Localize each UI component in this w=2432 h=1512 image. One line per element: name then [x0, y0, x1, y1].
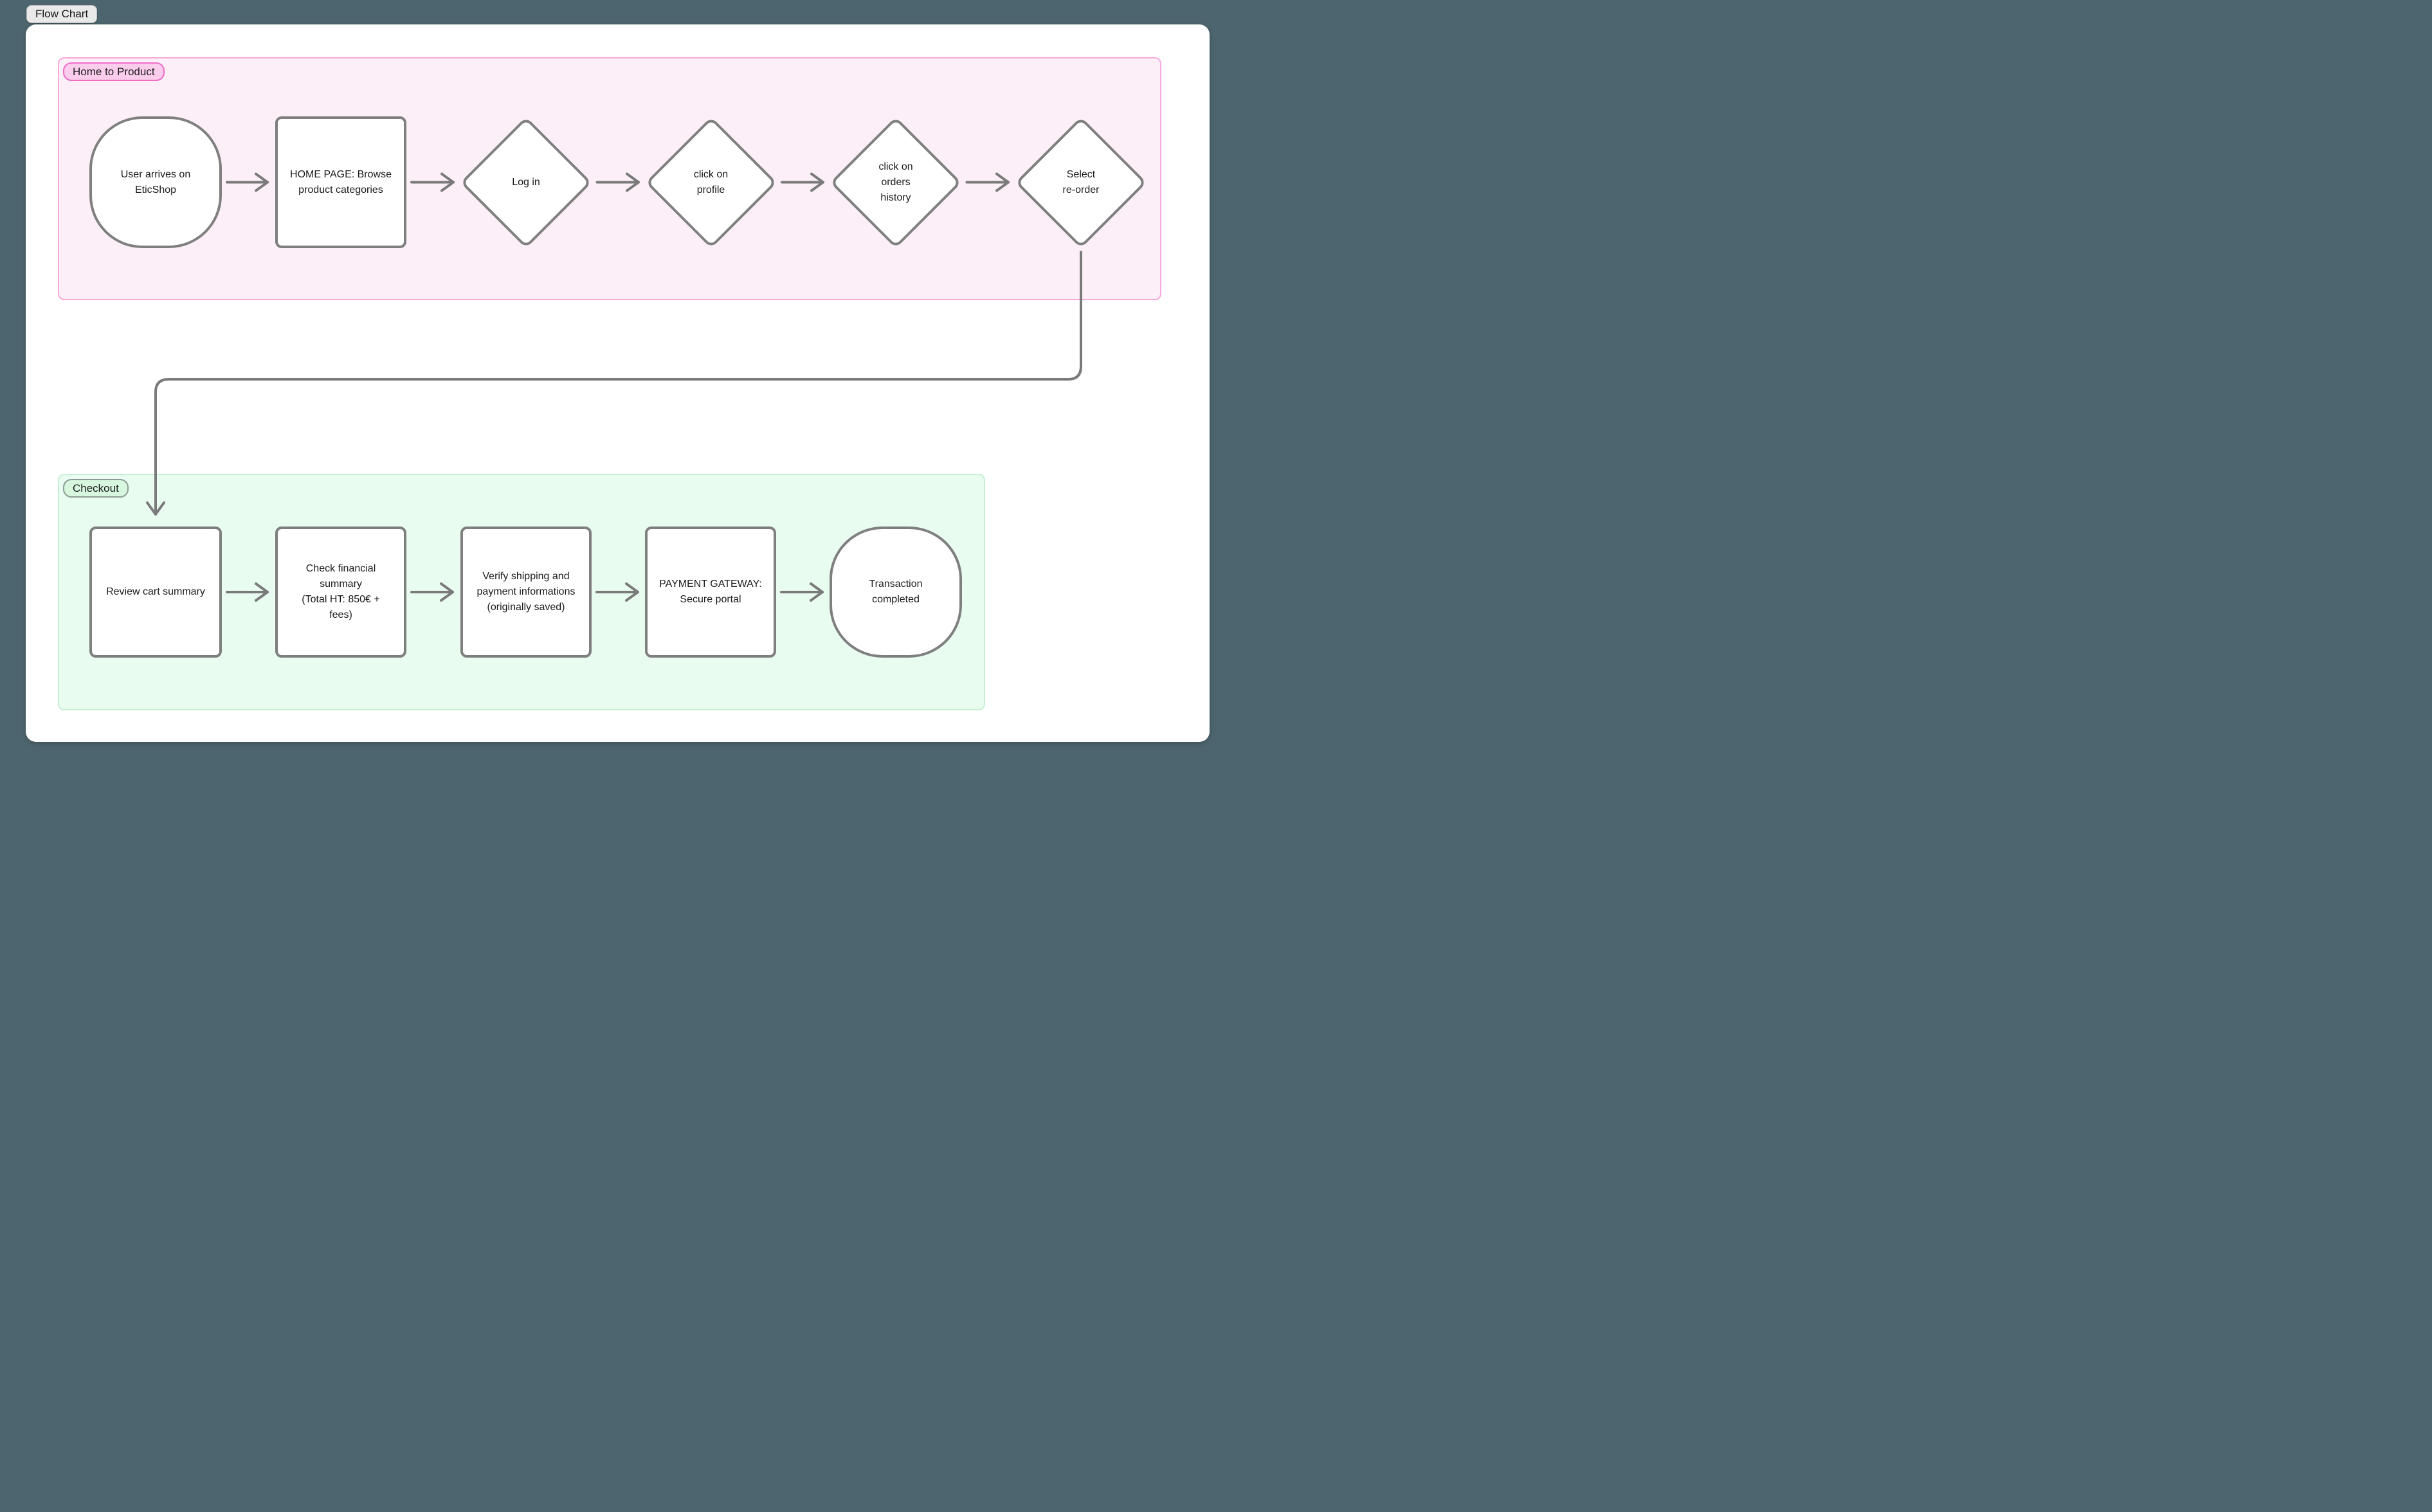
flow-node-start[interactable]: User arrives on EticShop [89, 116, 222, 248]
node-label: Verify shipping and payment informations… [476, 571, 576, 613]
node-label: Check financial summary (Total HT: 850€ … [302, 563, 380, 620]
group-label-checkout[interactable]: Checkout [63, 479, 129, 498]
node-label: Review cart summary [106, 586, 205, 597]
flow-node-review-cart[interactable]: Review cart summary [89, 526, 222, 658]
group-label-home-to-product[interactable]: Home to Product [63, 62, 165, 81]
flow-node-payment-gateway[interactable]: PAYMENT GATEWAY: Secure portal [645, 526, 776, 658]
node-label: PAYMENT GATEWAY: Secure portal [659, 579, 762, 605]
edge-select-reorder-review-cart [146, 251, 1082, 516]
diamond-shape [1015, 116, 1147, 249]
node-label: User arrives on EticShop [120, 168, 191, 195]
flow-node-verify-shipping[interactable]: Verify shipping and payment informations… [460, 526, 592, 658]
flow-node-click-orders-history[interactable]: click on orders history [830, 116, 962, 249]
flow-node-log-in[interactable]: Log in [460, 116, 592, 249]
flow-node-click-profile[interactable]: click on profile [644, 116, 777, 249]
diamond-shape [460, 116, 592, 249]
flow-chart-button[interactable]: Flow Chart [26, 5, 98, 23]
diamond-shape [644, 116, 777, 249]
flow-node-home-page[interactable]: HOME PAGE: Browse product categories [275, 116, 406, 248]
flow-node-transaction-completed[interactable]: Transaction completed [830, 526, 962, 658]
edges-layer [146, 172, 1082, 602]
flowchart-canvas: Home to Product Checkout User arrives on… [26, 24, 1210, 742]
flow-node-select-reorder[interactable]: Select re-order [1015, 116, 1147, 249]
flow-node-check-financial[interactable]: Check financial summary (Total HT: 850€ … [275, 526, 406, 658]
diamond-shape [830, 116, 962, 249]
node-label: Transaction completed [869, 579, 923, 605]
group-home-to-product: Home to Product [58, 57, 1161, 300]
node-label: HOME PAGE: Browse product categories [290, 168, 392, 195]
